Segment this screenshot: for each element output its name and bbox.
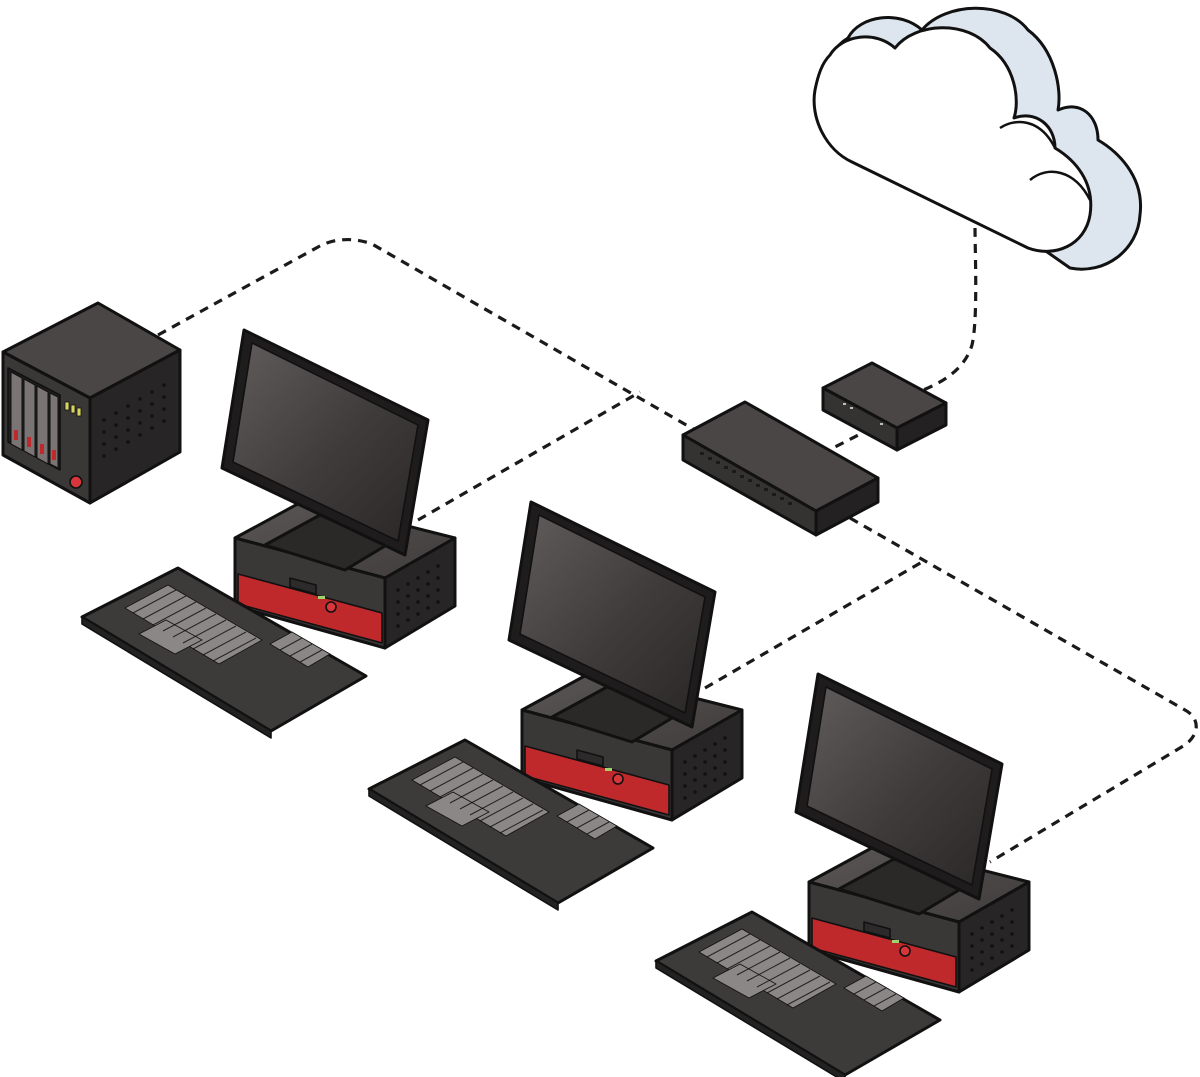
modem-icon	[821, 361, 948, 452]
cloud-icon	[812, 6, 1142, 271]
link-workstation2-switch	[704, 560, 923, 690]
link-cloud-modem	[917, 227, 978, 394]
network-links	[157, 227, 1198, 864]
link-workstation1-switch	[417, 390, 641, 522]
link-switch-loop	[849, 516, 1198, 864]
link-nas-switch	[157, 237, 696, 432]
nas-server-icon	[1, 301, 182, 505]
network-switch-icon	[681, 400, 880, 537]
